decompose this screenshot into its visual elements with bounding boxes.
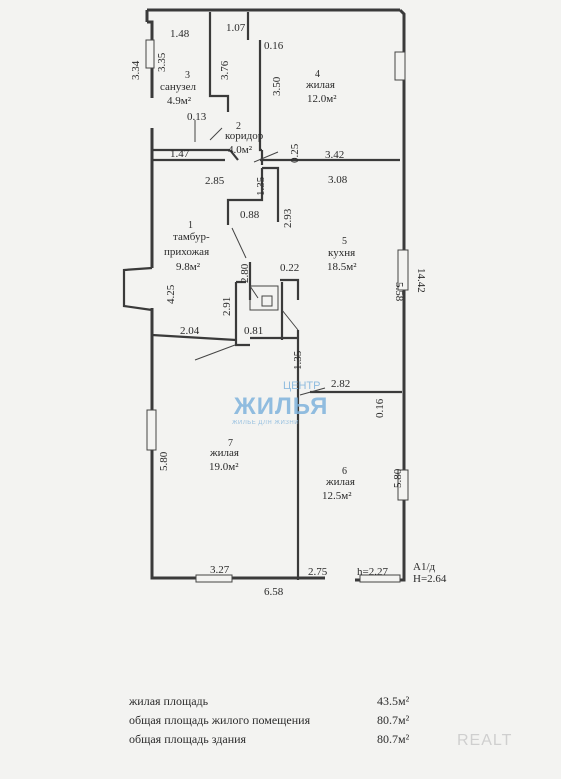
room-3-number: 3	[185, 70, 190, 81]
dim-label: 4.25	[165, 284, 177, 304]
room-4-name: жилая	[305, 79, 335, 91]
interior-walls	[151, 12, 402, 580]
dim-label: 1.35	[255, 176, 267, 196]
watermark-top: ЦЕНТР	[283, 380, 321, 392]
dim-label: 2.82	[331, 378, 350, 390]
dim-label: 3.27	[210, 564, 230, 576]
dim-label: 0.16	[264, 40, 284, 52]
dim-label: 0.16	[374, 398, 386, 418]
dim-label: 5.80	[158, 451, 170, 471]
room-7-number: 7	[228, 438, 233, 449]
dim-label: 3.50	[271, 76, 283, 96]
summary-value: 43.5м²	[377, 694, 410, 708]
dim-label: 2.91	[221, 297, 233, 316]
dim-label: 2.75	[308, 566, 328, 578]
dim-label: 5.58	[393, 282, 405, 302]
watermark-sub: ЖИЛЬЕ ДЛЯ ЖИЗНИ	[232, 420, 300, 426]
stair-block	[249, 285, 279, 311]
entrance-wall	[122, 266, 153, 312]
dim-label: 0.22	[280, 262, 299, 274]
dim-label: 2.93	[282, 208, 294, 228]
room-4-number: 4	[315, 69, 320, 80]
dim-label: 2.85	[205, 175, 225, 187]
door-arc-room7	[194, 344, 236, 361]
dim-label: 6.58	[264, 586, 284, 598]
realt-logo: REALT	[457, 732, 513, 749]
dim-label: h=2.27	[357, 566, 388, 578]
dim-label: 5.80	[392, 468, 404, 488]
summary-value: 80.7м²	[377, 713, 410, 727]
room-1-number: 1	[188, 220, 193, 231]
window-left	[146, 409, 157, 451]
room-3-area: 4.9м²	[167, 95, 192, 107]
door-arc-room6	[299, 387, 326, 396]
room-1-name-line2: прихожая	[164, 246, 209, 258]
room-3-name: санузел	[160, 81, 197, 93]
door-arc-bath2	[209, 127, 223, 141]
dim-label: 2.80	[239, 263, 251, 283]
dim-label: 2.04	[180, 325, 200, 337]
room-6-name: жилая	[325, 476, 355, 488]
dim-label: 3.34	[130, 60, 142, 80]
dim-label: 0.25	[289, 143, 301, 163]
dim-label: 3.08	[328, 174, 348, 186]
dim-label: 3.42	[325, 149, 344, 161]
room-1-area: 9.8м²	[176, 261, 201, 273]
room-2-name: коридор	[225, 130, 264, 142]
dim-label: 0.13	[187, 111, 207, 123]
room-5-number: 5	[342, 236, 347, 247]
room-5-name: кухня	[328, 247, 355, 259]
window-bottom-left	[195, 574, 233, 583]
room-2-area: 4.0м²	[228, 144, 253, 156]
window-bottom-right	[359, 574, 401, 583]
room-7-area: 19.0м²	[209, 461, 239, 473]
summary-row: общая площадь здания 80.7м²	[129, 732, 429, 751]
summary-row: общая площадь жилого помещения 80.7м²	[129, 713, 429, 732]
area-summary: жилая площадь 43.5м² общая площадь жилог…	[129, 694, 429, 751]
window-room6	[397, 469, 409, 501]
window-top	[394, 51, 406, 81]
window-kitchen	[397, 249, 409, 291]
summary-row: жилая площадь 43.5м²	[129, 694, 429, 713]
summary-label: общая площадь жилого помещения	[129, 713, 311, 727]
room-6-number: 6	[342, 466, 347, 477]
stamp-height: Н=2.64	[413, 573, 447, 585]
dim-label: 3.76	[219, 60, 231, 80]
dim-label: 0.88	[240, 209, 260, 221]
outer-wall	[145, 8, 406, 582]
summary-label: жилая площадь	[129, 694, 209, 708]
dim-label: 0.81	[244, 325, 263, 337]
room-7-name: жилая	[209, 447, 239, 459]
room-2-number: 2	[236, 121, 241, 132]
summary-value: 80.7м²	[377, 732, 410, 746]
dim-label: 3.35	[156, 52, 168, 72]
room-1-name-line1: тамбур-	[173, 231, 210, 243]
dim-label: 1.35	[292, 350, 304, 370]
room-6-area: 12.5м²	[322, 490, 352, 502]
summary-label: общая площадь здания	[129, 732, 247, 746]
watermark-logo: ЖИЛЬЯ	[234, 393, 329, 420]
dim-label: 1.47	[170, 148, 190, 160]
window-top-left	[145, 39, 155, 69]
room-4-area: 12.0м²	[307, 93, 337, 105]
door-arc-corridor	[253, 151, 279, 163]
dim-label: 14.42	[415, 268, 427, 293]
dim-label: 1.48	[170, 28, 190, 40]
door-arc-kitchen	[231, 227, 247, 259]
room-5-area: 18.5м²	[327, 261, 357, 273]
stair-diagonal	[249, 285, 299, 331]
dim-label: 1.07	[226, 22, 246, 34]
stair-inner	[261, 295, 273, 307]
stamp-letter: А1/д	[413, 561, 436, 573]
